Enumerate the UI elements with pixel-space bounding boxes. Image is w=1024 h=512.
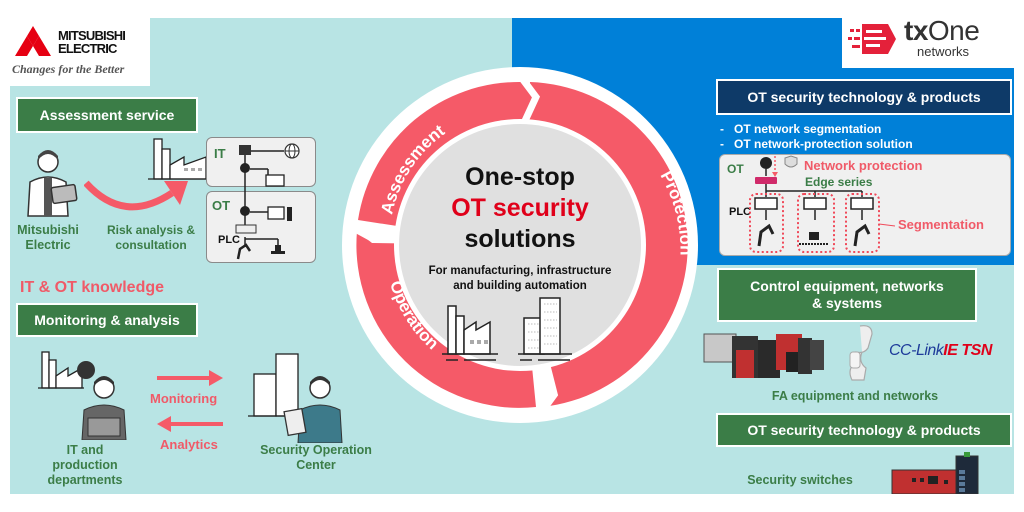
monitoring-arrow-label: Monitoring: [150, 391, 218, 406]
analytics-arrow-label: Analytics: [160, 437, 218, 452]
ring-separator: [535, 368, 559, 420]
robot-arm-icon: [236, 243, 252, 260]
fa-equipment-caption: FA equipment and networks: [771, 389, 939, 403]
ot-label: OT: [212, 198, 231, 213]
center-subtitle-line1: For manufacturing, infrastructure: [428, 265, 612, 277]
txone-mark-icon: [848, 24, 896, 54]
consultant-person-icon: [27, 150, 78, 217]
arrow-right-icon: [157, 370, 223, 386]
cycle-ring-diagram: Assessment Protection Operation: [342, 67, 698, 423]
factory-icon: [148, 138, 208, 180]
edge-series-label: Edge series: [805, 175, 873, 189]
protection-bullet-1: - OT network segmentation: [720, 122, 882, 136]
ring-separator: [515, 70, 541, 125]
control-header-line2: & systems: [811, 295, 883, 311]
monitoring-left-line2: production: [52, 458, 118, 472]
security-switch-image: [891, 452, 979, 494]
txone-logo: txOne networks: [842, 0, 1024, 68]
it-network-panel: [206, 137, 316, 187]
shield-icon: [784, 155, 798, 168]
protection-bullet-2: - OT network-protection solution: [720, 137, 913, 151]
soc-label-line1: Security Operation: [260, 443, 372, 457]
curved-arrow-icon: [84, 180, 188, 211]
segmentation-label: Segmentation: [898, 217, 984, 232]
segment-boundary: [749, 193, 784, 253]
alert-burst-icon: [77, 361, 95, 379]
conveyor-icon: [809, 232, 819, 240]
plc-icon: [850, 197, 874, 210]
security-switches-header: OT security technology & products: [716, 413, 1012, 447]
mitsubishi-name-line1: MITSUBISHI: [58, 28, 126, 43]
center-title-line2: OT security: [451, 194, 589, 222]
segment-boundary: [845, 193, 880, 253]
txone-sub: networks: [917, 44, 970, 59]
laptop-icon: [265, 174, 285, 187]
assessment-action-line1: Risk analysis &: [106, 223, 196, 237]
security-operation-center-icon: [248, 353, 343, 443]
arrow-left-icon: [157, 416, 223, 432]
ring-separator: [346, 221, 396, 241]
pc-icon: [267, 206, 285, 220]
robot-arm-icon: [757, 223, 775, 247]
router-icon: [240, 206, 250, 216]
plc-label: PLC: [218, 234, 240, 246]
ot-security-products-header: OT security technology & products: [716, 79, 1012, 115]
monitoring-left-line3: departments: [47, 473, 123, 487]
assessment-actor-line1: Mitsubishi: [17, 223, 79, 237]
it-ot-knowledge-label: IT & OT knowledge: [20, 279, 165, 296]
txone-name-one: One: [927, 15, 980, 46]
plc-icon: [754, 197, 778, 210]
mitsubishi-name-line2: ELECTRIC: [58, 41, 117, 56]
assessment-service-header: Assessment service: [16, 97, 198, 133]
protection-ot-label: OT: [727, 162, 744, 176]
mitsubishi-tagline: Changes for the Better: [12, 62, 125, 76]
assessment-action-line2: consultation: [115, 238, 187, 252]
txone-name-tx: tx: [904, 15, 928, 46]
fa-equipment-image: [703, 333, 824, 378]
plc-icon: [803, 197, 827, 210]
mitsubishi-diamonds-icon: [15, 26, 51, 56]
it-label: IT: [214, 146, 226, 161]
monitoring-analysis-header: Monitoring & analysis: [16, 303, 198, 337]
conveyor-icon: [271, 251, 285, 254]
monitoring-left-line1: IT and: [66, 443, 104, 457]
robot-arm-icon: [853, 223, 871, 247]
center-subtitle-line2: and building automation: [453, 280, 587, 292]
network-protection-label: Network protection: [804, 158, 923, 173]
production-department-icon: [38, 351, 127, 440]
router-icon: [240, 163, 250, 173]
center-title-line1: One-stop: [465, 163, 575, 191]
segmentation-diagram: [749, 155, 896, 253]
center-title-line3: solutions: [464, 225, 576, 253]
it-ot-network-diagram: [235, 143, 300, 260]
router-icon: [760, 157, 772, 169]
security-switches-caption: Security switches: [747, 473, 853, 487]
mitsubishi-logo: MITSUBISHI ELECTRIC Changes for the Bett…: [0, 0, 150, 86]
assessment-actor-line2: Electric: [25, 238, 71, 252]
cclink-ie-tsn-logo: CC-LinkIE TSN: [889, 342, 992, 359]
robot-arm-image: [849, 325, 873, 381]
center-disc: [399, 124, 641, 366]
factory-and-buildings-icon: [442, 297, 572, 361]
segment-boundary: [797, 193, 835, 253]
firewall-icon: [239, 145, 251, 155]
control-equipment-header: Control equipment, networks & systems: [717, 268, 977, 322]
edge-device-icon: [755, 177, 777, 184]
protection-plc-label: PLC: [729, 206, 751, 218]
soc-label-line2: Center: [296, 458, 336, 472]
ot-network-panel: [206, 191, 316, 263]
control-header-line1: Control equipment, networks: [750, 278, 944, 295]
plc-icon: [235, 224, 257, 234]
